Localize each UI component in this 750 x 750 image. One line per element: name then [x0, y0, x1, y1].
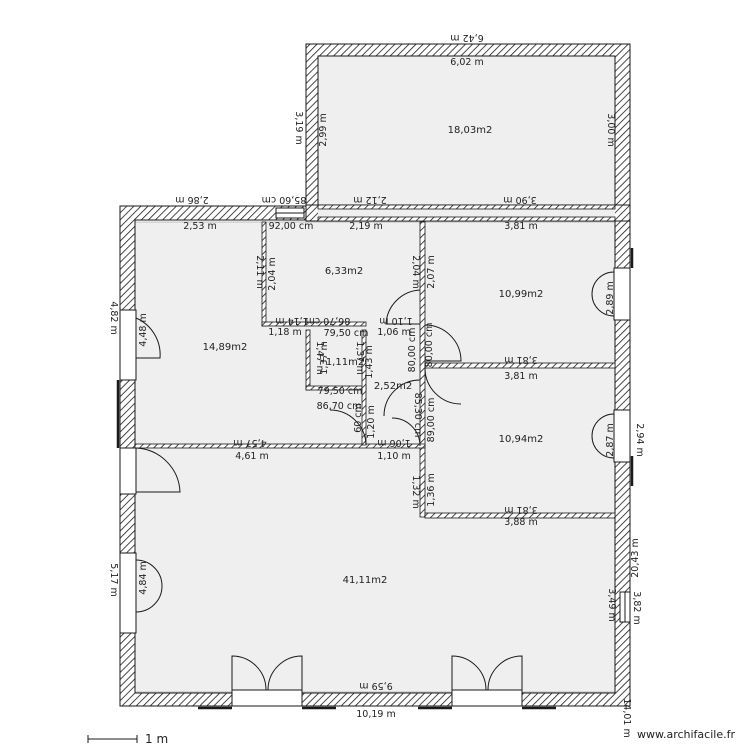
room-area-r6: 2,52m2: [374, 381, 412, 392]
room-area-r5: 1,11m2: [326, 357, 364, 368]
dim-label: 1,43 m: [364, 345, 375, 378]
dim-label: 2,04 m: [410, 255, 421, 288]
room-area-r8: 41,11m2: [343, 575, 388, 586]
dim-label: 2,12 m: [353, 194, 386, 205]
dim-label: 1,14 m: [275, 315, 308, 326]
scale-label: 1 m: [145, 732, 168, 746]
dim-label: 2,53 m: [183, 221, 216, 232]
dim-label: 10,19 m: [356, 709, 395, 720]
dim-label: 2,87 m: [605, 423, 616, 456]
dim-label: 2,89 m: [605, 281, 616, 314]
floor-fills: [134, 54, 616, 693]
room-area-r4: 14,89m2: [203, 342, 248, 353]
dim-label: 1,10 m: [377, 451, 410, 462]
interior-walls: [134, 221, 616, 519]
dim-label: 4,82 m: [108, 301, 119, 334]
dim-label: 92,00 cm: [269, 221, 314, 232]
scale-bar: 1 m: [87, 732, 168, 746]
brand-watermark: www.archifacile.fr: [637, 728, 735, 741]
dim-label: 2,07 m: [426, 255, 437, 288]
dim-label: 1,32 m: [410, 475, 421, 508]
dim-label: 4,61 m: [235, 451, 268, 462]
dim-label: 3,49 m: [606, 588, 617, 621]
dim-label: 3,81 m: [504, 221, 537, 232]
dim-label: 1,37 m: [319, 341, 330, 374]
dim-label: 89,00 cm: [426, 398, 437, 443]
dim-label: 86,70 cm: [317, 401, 362, 412]
dim-label: 3,88 m: [504, 517, 537, 528]
room-labels: 18,03m2 6,33m2 10,99m2 14,89m2 1,11m2 2,…: [203, 125, 544, 586]
room-area-r3: 10,99m2: [499, 289, 544, 300]
dim-label: 4,57 m: [233, 437, 266, 448]
dim-label: 80,00 cm: [407, 328, 418, 373]
dim-label: 1,18 m: [268, 327, 301, 338]
dim-label: 6,42 m: [450, 32, 483, 43]
dim-label: 1,36 m: [426, 473, 437, 506]
dim-label: 79,50 cm: [324, 328, 369, 339]
dim-label: 14,01 m: [621, 698, 632, 737]
dim-label: 60 cm: [353, 403, 364, 433]
dim-label: 20,43 m: [630, 538, 641, 577]
dim-label: 9,59 m: [359, 680, 392, 691]
thresholds: [116, 248, 634, 710]
dim-label: 2,11 m: [254, 255, 265, 288]
dim-label: 2,86 m: [175, 194, 208, 205]
room-area-r2: 6,33m2: [325, 266, 363, 277]
dim-label: 3,90 m: [503, 194, 536, 205]
dim-label: 5,17 m: [108, 563, 119, 596]
dim-label: 80,00 cm: [424, 323, 435, 368]
dim-label: 2,94 m: [634, 423, 645, 456]
dim-label: 3,00 m: [605, 113, 616, 146]
dim-label: 6,02 m: [450, 57, 483, 68]
dim-label: 2,19 m: [349, 221, 382, 232]
dim-label: 2,04 m: [267, 257, 278, 290]
dim-label: 3,81 m: [504, 504, 537, 515]
dim-label: 1,47 m: [314, 341, 325, 374]
room-area-r7: 10,94m2: [499, 434, 544, 445]
exterior-walls: [119, 43, 631, 707]
dim-label: 79,50 cm: [318, 386, 363, 397]
dim-label: 3,81 m: [504, 371, 537, 382]
dim-label: 85,30 cm: [412, 393, 423, 438]
dimension-labels: 6,42 m 6,02 m 2,99 m 3,19 m 3,00 m 2,86 …: [108, 32, 645, 738]
dim-label: 3,81 m: [504, 354, 537, 365]
dim-label: 86,70 cm: [306, 315, 351, 326]
doors: [119, 207, 631, 707]
dim-label: 2,99 m: [318, 113, 329, 146]
dim-label: 4,48 m: [138, 313, 149, 346]
dim-label: 3,19 m: [293, 111, 304, 144]
dim-label: 85,60 cm: [262, 194, 307, 205]
dim-label: 1,06 m: [377, 437, 410, 448]
dim-label: 1,10 m: [379, 315, 412, 326]
dim-label: 1,06 m: [377, 327, 410, 338]
dim-label: 3,82 m: [631, 591, 642, 624]
dim-label: 1,37 m: [354, 341, 365, 374]
room-area-r1: 18,03m2: [448, 125, 493, 136]
dim-label: 4,84 m: [138, 561, 149, 594]
dim-label: 1,20 m: [366, 405, 377, 438]
